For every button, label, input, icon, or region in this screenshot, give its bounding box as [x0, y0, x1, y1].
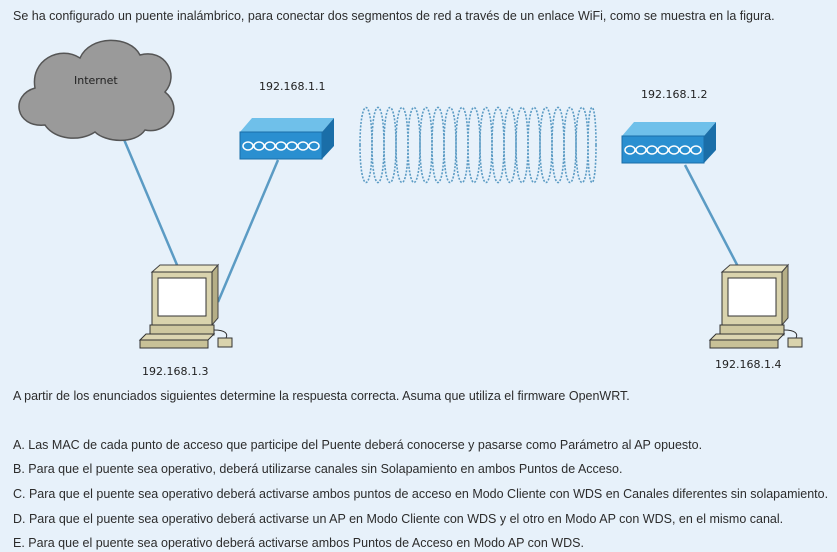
answer-option-b[interactable]: B. Para que el puente sea operativo, deb…	[13, 462, 623, 476]
access-point-2-icon	[621, 122, 716, 164]
link-ap2-pc2	[683, 164, 747, 281]
link-ap1-pc1	[216, 159, 280, 303]
answer-option-d[interactable]: D. Para que el puente sea operativo debe…	[13, 512, 784, 526]
computer-1-icon	[138, 263, 233, 349]
network-diagram: Internet 192.168.1.1 192.168.1.2	[18, 39, 803, 378]
internet-cloud-icon	[18, 39, 175, 142]
ap1-ip-label: 192.168.1.1	[259, 80, 325, 93]
answer-option-e[interactable]: E. Para que el puente sea operativo debe…	[13, 536, 584, 550]
question-instruction: A partir de los enunciados siguientes de…	[13, 389, 630, 403]
access-point-1-icon	[239, 118, 334, 160]
answer-option-c[interactable]: C. Para que el puente sea operativo debe…	[13, 487, 829, 501]
answer-option-a[interactable]: A. Las MAC de cada punto de acceso que p…	[13, 438, 703, 452]
computer-2-icon	[708, 263, 803, 349]
pc2-ip-label: 192.168.1.4	[715, 358, 781, 371]
ap2-ip-label: 192.168.1.2	[641, 88, 707, 101]
question-intro: Se ha configurado un puente inalámbrico,…	[13, 9, 775, 23]
wifi-link-icon	[359, 107, 597, 183]
cloud-label: Internet	[74, 74, 118, 87]
pc1-ip-label: 192.168.1.3	[142, 365, 208, 378]
link-cloud-pc1	[118, 129, 182, 273]
